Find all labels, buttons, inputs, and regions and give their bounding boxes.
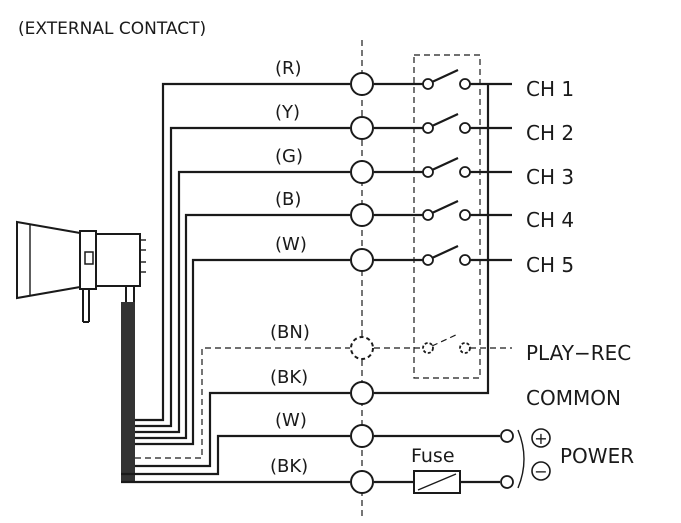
terminal <box>350 116 374 140</box>
wire-label: (Y) <box>275 102 300 123</box>
wire-label: (BN) <box>270 322 310 343</box>
channel-label: CH 5 <box>526 253 574 277</box>
wire-label: (W) <box>275 234 307 255</box>
channel-label: CH 3 <box>526 165 574 189</box>
svg-text:+: + <box>534 429 547 448</box>
wire-runs <box>121 82 350 484</box>
minus-icon: − <box>531 461 551 481</box>
fuse-icon <box>413 470 461 494</box>
terminal <box>350 424 374 448</box>
fuse-label: Fuse <box>411 445 455 467</box>
terminal <box>350 72 374 96</box>
horn-speaker-icon <box>16 220 146 323</box>
channel-label: CH 2 <box>526 121 574 145</box>
wire-label: (R) <box>275 58 302 79</box>
output-lines <box>374 82 512 484</box>
switch-icon <box>422 113 471 134</box>
wire-label: (BK) <box>270 367 308 388</box>
switch-icon <box>422 333 471 354</box>
terminal <box>350 248 374 272</box>
cable-bundle <box>121 302 135 482</box>
switch-icon <box>422 157 471 178</box>
wire-color-labels: (R) (Y) (G) (B) (W) (BN) (BK) (W) (BK) <box>270 58 310 477</box>
switch-enclosure <box>413 54 481 379</box>
diagram-header: (EXTERNAL CONTACT) <box>18 19 206 39</box>
channel-label: PLAY−REC <box>526 341 631 365</box>
terminal <box>350 470 374 494</box>
wire-label: (W) <box>275 410 307 431</box>
wire-label: (G) <box>275 146 303 167</box>
power-terminals: + − <box>500 428 551 489</box>
switch-icon <box>422 245 471 266</box>
svg-text:−: − <box>534 462 547 481</box>
wire-label: (BK) <box>270 456 308 477</box>
terminal-block <box>350 72 374 494</box>
power-label: POWER <box>560 444 634 468</box>
contact-switches <box>422 69 471 354</box>
plus-icon: + <box>531 428 551 448</box>
channel-label: CH 4 <box>526 208 574 232</box>
switch-icon <box>422 200 471 221</box>
wire-label: (B) <box>275 189 301 210</box>
switch-icon <box>422 69 471 90</box>
terminal <box>350 336 374 360</box>
channel-label: CH 1 <box>526 77 574 101</box>
terminal <box>350 381 374 405</box>
channel-labels: CH 1 CH 2 CH 3 CH 4 CH 5 PLAY−REC COMMON <box>526 77 631 410</box>
terminal <box>350 203 374 227</box>
channel-label: COMMON <box>526 386 621 410</box>
terminal <box>350 160 374 184</box>
